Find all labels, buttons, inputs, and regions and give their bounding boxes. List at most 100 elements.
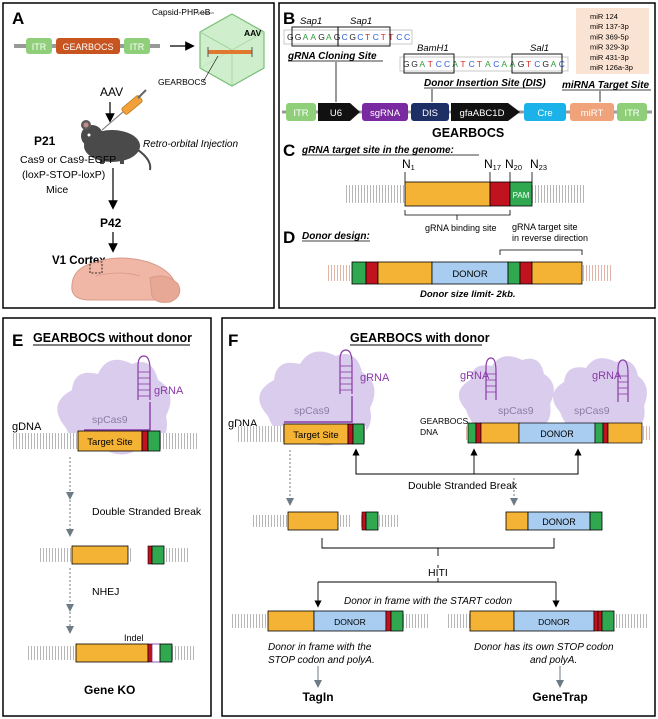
itr-right-label: ITR <box>130 42 145 52</box>
reverse-bracket <box>499 249 583 255</box>
dis-base-7: T <box>460 59 465 69</box>
sap1-left-label: Sap1 <box>300 16 322 27</box>
gearbocs-pointer-label: GEARBOCS <box>158 77 207 87</box>
v1-box <box>89 261 103 274</box>
nhej-label: NHEJ <box>92 586 119 598</box>
mice-line-1: Cas9 or Cas9-EGFP <box>20 154 116 166</box>
panel-f-letter: F <box>228 331 238 350</box>
panel-a: A ITR GEARBOCS ITR Capsid-PHP.eB AAV <box>2 2 275 309</box>
gearbocs-bar <box>56 38 120 54</box>
donor-insertion-site-label: Donor Insertion Site (DIS) <box>424 78 546 89</box>
indel-mark <box>151 643 161 663</box>
gdna-label-e: gDNA <box>12 421 42 433</box>
dis-base-0: G <box>403 59 410 69</box>
aav-capsid <box>199 13 265 87</box>
mirna-item: miR 137-3p <box>590 22 629 31</box>
mirt-element <box>570 103 614 121</box>
start-codon-label: Donor in frame with the START codon <box>344 596 512 607</box>
mirt-label: miRT <box>581 108 604 119</box>
dis-base-8: C <box>469 59 475 69</box>
gearbocs-dna-f: DONOR <box>466 422 652 444</box>
spcas9-label-f3: spCas9 <box>574 405 610 417</box>
hiti-bracket <box>321 538 555 556</box>
cas9-complex-f1 <box>259 349 375 446</box>
mirna-item: miR 126a-3p <box>590 63 633 72</box>
grna-binding-region <box>404 181 491 207</box>
dis-label: DIS <box>422 108 438 119</box>
tagin-label: TagIn <box>302 690 333 704</box>
target-site-label-e: Target Site <box>87 437 132 448</box>
sal1-label: Sal1 <box>530 43 549 54</box>
gearbocs-dna-line-1: GEARBOCS <box>420 416 469 426</box>
sap-base-4: G <box>318 32 325 42</box>
donor-block-label: DONOR <box>452 269 488 280</box>
spcas9-label-f1: spCas9 <box>294 405 330 417</box>
sap-sequence-box <box>283 29 413 45</box>
mirna-item: miR 329-3p <box>590 43 629 52</box>
dis-base-3: T <box>428 59 433 69</box>
panel-e-letter: E <box>12 331 23 350</box>
dis-base-13: A <box>510 59 516 69</box>
sap-base-5: A <box>326 32 332 42</box>
dis-base-6: A <box>452 59 458 69</box>
sap-base-10: T <box>365 32 370 42</box>
dis-base-18: A <box>551 59 557 69</box>
construct-itr-left-label: ITR <box>293 108 308 119</box>
panel-c-title: gRNA target site in the genome: <box>301 145 454 156</box>
dis-element <box>411 103 449 121</box>
dis-base-14: G <box>518 59 525 69</box>
dis-base-17: G <box>542 59 549 69</box>
tagin-construct: DONOR <box>232 610 428 632</box>
panel-d-letter: D <box>283 228 295 247</box>
itr-right <box>124 38 150 54</box>
itr-left-label: ITR <box>32 42 47 52</box>
cre-element <box>524 103 566 121</box>
sap-base-15: C <box>404 32 410 42</box>
gearbocs-construct-label: GEARBOCS <box>432 126 504 140</box>
sap-base-2: A <box>303 32 309 42</box>
mouse-illustration <box>81 120 152 171</box>
grna-label-f2: gRNA <box>460 370 490 382</box>
bamh1-label: BamH1 <box>417 43 449 54</box>
syringe-icon <box>101 89 147 131</box>
grna-cloning-site-label: gRNA Cloning Site <box>287 51 377 62</box>
aav-capsid-label: AAV <box>244 28 262 38</box>
sap1-right-label: Sap1 <box>350 16 372 27</box>
cre-label: Cre <box>537 108 552 119</box>
sap-base-7: C <box>342 32 348 42</box>
n23-label: N23 <box>530 157 547 172</box>
own-stop-line-1: Donor has its own STOP codon <box>474 642 614 653</box>
sap-base-1: G <box>295 32 302 42</box>
sap-base-13: T <box>388 32 393 42</box>
panel-d-title: Donor design: <box>302 231 370 242</box>
gearbocs-pointer <box>202 55 219 83</box>
u6-promoter <box>318 103 360 121</box>
gearbocs-bar-label: GEARBOCS <box>62 42 113 52</box>
gfaabc1d-label: gfaABC1D <box>460 108 505 119</box>
n17-label: N17 <box>484 157 501 172</box>
construct-itr-left <box>286 103 316 121</box>
donor-size-limit: Donor size limit- 2kb. <box>420 289 516 300</box>
u6-label: U6 <box>330 108 342 119</box>
sap-base-8: G <box>349 32 356 42</box>
own-stop-line-2: and polyA. <box>530 655 577 666</box>
mirna-item: miR 124 <box>590 12 618 21</box>
dis-base-4: C <box>436 59 442 69</box>
gearbocs-dna-line-2: DNA <box>420 427 438 437</box>
injection-label: Retro-orbital Injection <box>143 139 238 150</box>
panel-e-title: GEARBOCS without donor <box>33 331 192 345</box>
n20-label: N20 <box>505 157 522 172</box>
dis-base-5: C <box>444 59 450 69</box>
gene-ko-label: Gene KO <box>84 683 135 697</box>
cas9-complex-f2 <box>458 356 554 437</box>
genetrap-construct: DONOR <box>446 610 648 632</box>
binding-bracket <box>404 210 511 220</box>
panel-f-title: GEARBOCS with donor <box>350 331 490 345</box>
dis-base-16: C <box>534 59 540 69</box>
sal1-site <box>511 53 563 74</box>
donor-right-label: DONOR <box>538 617 570 627</box>
